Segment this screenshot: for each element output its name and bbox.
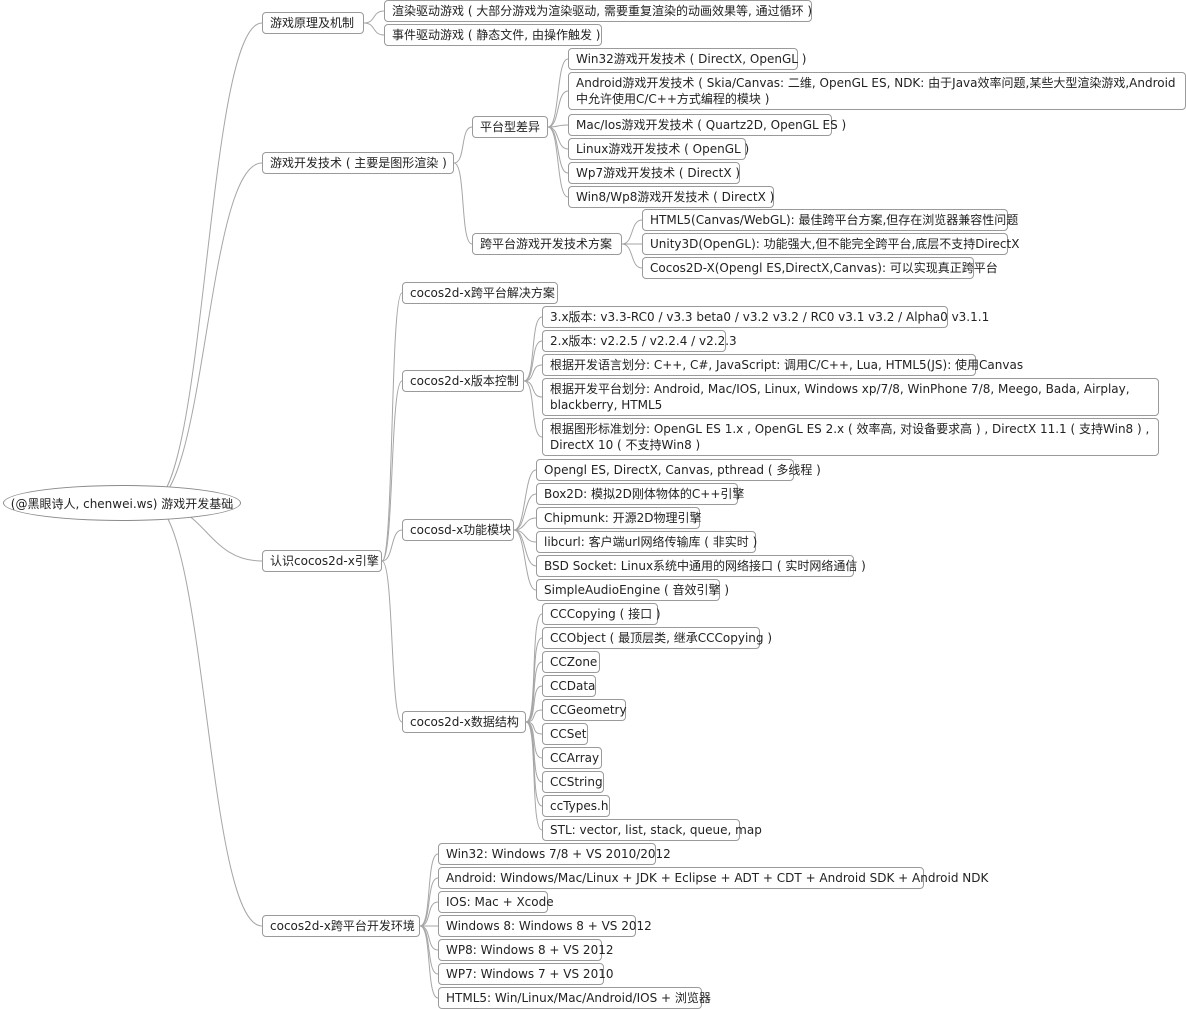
connector-event-driven <box>363 22 385 36</box>
connector-dev-tech <box>150 162 263 504</box>
node-ccstring[interactable]: CCString <box>542 771 604 793</box>
connector-platform-diff <box>453 126 473 164</box>
connector-cross-platform <box>453 162 473 245</box>
node-by-graphics[interactable]: 根据图形标准划分: OpenGL ES 1.x , OpenGL ES 2.x … <box>542 418 1159 456</box>
node-render-driven[interactable]: 渲染驱动游戏 ( 大部分游戏为渲染驱动, 需要重复渲染的动画效果等, 通过循环 … <box>384 0 812 22</box>
node-event-driven[interactable]: 事件驱动游戏 ( 静态文件, 由操作触发 ) <box>384 24 602 46</box>
connector-cocos2dx-x <box>621 243 643 269</box>
node-unity[interactable]: Unity3D(OpenGL): 功能强大,但不能完全跨平台,底层不支持Dire… <box>642 233 1019 255</box>
node-by-lang[interactable]: 根据开发语言划分: C++, C#, JavaScript: 调用C/C++, … <box>542 354 1023 376</box>
connector-data-struct <box>381 560 403 723</box>
connector-version-ctrl <box>381 380 403 562</box>
node-ccarray[interactable]: CCArray <box>542 747 602 769</box>
node-cross-platform[interactable]: 跨平台游戏开发技术方案 <box>472 233 622 255</box>
node-opengl-mod[interactable]: Opengl ES, DirectX, Canvas, pthread ( 多线… <box>536 459 821 481</box>
connector-audio <box>513 529 537 591</box>
connector-html5 <box>621 219 643 245</box>
connector-dev-env <box>150 502 263 927</box>
connector-ccgeometry <box>525 709 543 723</box>
node-linux[interactable]: Linux游戏开发技术 ( OpenGL ) <box>568 138 749 160</box>
node-cczone[interactable]: CCZone <box>542 651 600 673</box>
connector-v2 <box>523 340 543 382</box>
node-env-android[interactable]: Android: Windows/Mac/Linux + JDK + Eclip… <box>438 867 988 889</box>
connector-by-platform <box>523 380 543 398</box>
connector-by-graphics <box>523 380 543 438</box>
node-modules[interactable]: cocosd-x功能模块 <box>402 519 514 541</box>
node-env-win32[interactable]: Win32: Windows 7/8 + VS 2010/2012 <box>438 843 671 865</box>
node-know-engine[interactable]: 认识cocos2d-x引擎 <box>262 550 382 572</box>
node-bsd-socket[interactable]: BSD Socket: Linux系统中通用的网络接口 ( 实时网络通信 ) <box>536 555 866 577</box>
connector-win8wp8 <box>547 126 569 198</box>
connector-ccdata <box>525 685 543 723</box>
connector-cccopying <box>525 613 543 723</box>
connector-stl <box>525 721 543 831</box>
node-v3[interactable]: 3.x版本: v3.3-RC0 / v3.3 beta0 / v3.2 v3.2… <box>542 306 989 328</box>
node-android[interactable]: Android游戏开发技术 ( Skia/Canvas: 二维, OpenGL … <box>568 72 1186 110</box>
node-cross-solution[interactable]: cocos2d-x跨平台解决方案 <box>402 282 558 304</box>
node-env-wp8[interactable]: WP8: Windows 8 + VS 2012 <box>438 939 613 961</box>
connector-cross-solution <box>381 292 403 562</box>
node-cocos2dx-x[interactable]: Cocos2D-X(Opengl ES,DirectX,Canvas): 可以实… <box>642 257 998 279</box>
node-env-win8[interactable]: Windows 8: Windows 8 + VS 2012 <box>438 915 652 937</box>
connector-render-driven <box>363 10 385 24</box>
node-wp7[interactable]: Wp7游戏开发技术 ( DirectX ) <box>568 162 740 184</box>
node-box2d[interactable]: Box2D: 模拟2D刚体物体的C++引擎 <box>536 483 744 505</box>
node-mac-ios[interactable]: Mac/Ios游戏开发技术 ( Quartz2D, OpenGL ES ) <box>568 114 846 136</box>
node-audio[interactable]: SimpleAudioEngine ( 音效引擎 ) <box>536 579 729 601</box>
connector-v3 <box>523 316 543 382</box>
node-stl[interactable]: STL: vector, list, stack, queue, map <box>542 819 762 841</box>
node-env-html5[interactable]: HTML5: Win/Linux/Mac/Android/IOS + 浏览器 <box>438 987 711 1009</box>
connector-linux <box>547 126 569 150</box>
connector-android <box>547 90 569 128</box>
node-v2[interactable]: 2.x版本: v2.2.5 / v2.2.4 / v2.2.3 <box>542 330 737 352</box>
node-ccgeometry[interactable]: CCGeometry <box>542 699 627 721</box>
connector-env-ios <box>419 901 439 927</box>
node-principles[interactable]: 游戏原理及机制 <box>262 12 364 34</box>
node-dev-env[interactable]: cocos2d-x跨平台开发环境 <box>262 915 420 937</box>
node-cctypes[interactable]: ccTypes.h <box>542 795 610 817</box>
connector-box2d <box>513 493 537 531</box>
node-data-struct[interactable]: cocos2d-x数据结构 <box>402 711 526 733</box>
node-win32[interactable]: Win32游戏开发技术 ( DirectX, OpenGL ) <box>568 48 806 70</box>
node-env-ios[interactable]: IOS: Mac + Xcode <box>438 891 554 913</box>
node-env-wp7[interactable]: WP7: Windows 7 + VS 2010 <box>438 963 613 985</box>
node-dev-tech[interactable]: 游戏开发技术 ( 主要是图形渲染 ) <box>262 152 454 174</box>
connector-env-android <box>419 877 439 927</box>
node-libcurl[interactable]: libcurl: 客户端url网络传输库 ( 非实时 ) <box>536 531 757 553</box>
root-node[interactable]: (@黑眼诗人, chenwei.ws) 游戏开发基础 <box>3 485 241 521</box>
connector-env-html5 <box>419 925 439 999</box>
node-cccopying[interactable]: CCCopying ( 接口 ) <box>542 603 661 625</box>
node-ccset[interactable]: CCSet <box>542 723 588 745</box>
node-by-platform[interactable]: 根据开发平台划分: Android, Mac/IOS, Linux, Windo… <box>542 378 1159 416</box>
connector-opengl-mod <box>513 469 537 531</box>
node-version-ctrl[interactable]: cocos2d-x版本控制 <box>402 370 524 392</box>
connector-chipmunk <box>513 517 537 531</box>
node-platform-diff[interactable]: 平台型差异 <box>472 116 548 138</box>
connector-modules <box>381 529 403 562</box>
connector-by-lang <box>523 364 543 382</box>
node-html5[interactable]: HTML5(Canvas/WebGL): 最佳跨平台方案,但存在浏览器兼容性问题 <box>642 209 1018 231</box>
node-chipmunk[interactable]: Chipmunk: 开源2D物理引擎 <box>536 507 702 529</box>
node-ccdata[interactable]: CCData <box>542 675 596 697</box>
connector-principles <box>150 22 263 504</box>
node-ccobject[interactable]: CCObject ( 最顶层类, 继承CCCopying ) <box>542 627 772 649</box>
connector-ccobject <box>525 637 543 723</box>
node-win8wp8[interactable]: Win8/Wp8游戏开发技术 ( DirectX ) <box>568 186 774 208</box>
connector-win32 <box>547 58 569 128</box>
